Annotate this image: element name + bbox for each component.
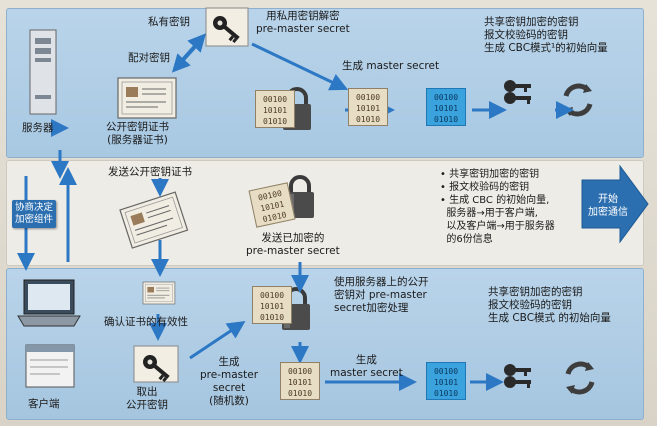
- client-band: [6, 268, 644, 420]
- key-icon: [205, 7, 249, 47]
- encrypt-premaster-label: 使用服务器上的公开 密钥对 pre-master secret加密处理: [334, 276, 429, 314]
- start-encryption-label: 开始 加密通信: [588, 194, 628, 218]
- keys-icon: [504, 364, 531, 388]
- client-label: 客户端: [28, 398, 60, 410]
- server-cert-label: 公开密钥证书 (服务器证书): [106, 121, 169, 146]
- gen-premaster-label: 生成 pre-master secret (随机数): [200, 356, 259, 407]
- send-cert-label: 发送公开密钥证书: [108, 166, 192, 178]
- server-label: 服务器: [22, 122, 54, 134]
- session-keys-list: • 共享密钥加密的密钥 • 报文校验码的密钥 • 生成 CBC 的初始向量, 服…: [440, 169, 555, 245]
- key-icon: [133, 345, 179, 383]
- server-icon: [29, 29, 57, 115]
- verify-cert-label: 确认证书的有效性: [104, 316, 188, 328]
- server-result-label: 共享密钥加密的密钥 报文校验码的密钥 生成 CBC模式¹的初始向量: [484, 16, 608, 54]
- certificate-icon: [119, 191, 189, 249]
- client-result-label: 共享密钥加密的密钥 报文校验码的密钥 生成 CBC模式 的初始向量: [488, 286, 611, 324]
- server-band: [6, 8, 644, 158]
- gen-master-label: 生成 master secret: [330, 354, 403, 379]
- generate-master-label: 生成 master secret: [342, 60, 440, 72]
- decrypt-label: 用私用密钥解密 pre-master secret: [256, 10, 350, 35]
- certificate-icon: [142, 281, 176, 305]
- private-key-label: 私有密钥: [148, 16, 190, 28]
- send-secret-label: 发送已加密的 pre-master secret: [246, 232, 340, 257]
- transfer-band: [6, 160, 644, 266]
- window-icon: [25, 344, 75, 388]
- negotiate-cipher-box: 协商决定 加密组件: [12, 200, 57, 228]
- refresh-icon: [564, 84, 592, 116]
- certificate-icon: [117, 77, 177, 119]
- refresh-icon: [566, 362, 594, 394]
- pair-key-label: 配对密钥: [128, 52, 170, 64]
- flow-arrows: [17, 33, 574, 391]
- keys-icon: [504, 80, 531, 104]
- start-arrow-shape: [581, 164, 649, 244]
- laptop-icon: [17, 279, 81, 327]
- extract-key-label: 取出 公开密钥: [126, 386, 168, 411]
